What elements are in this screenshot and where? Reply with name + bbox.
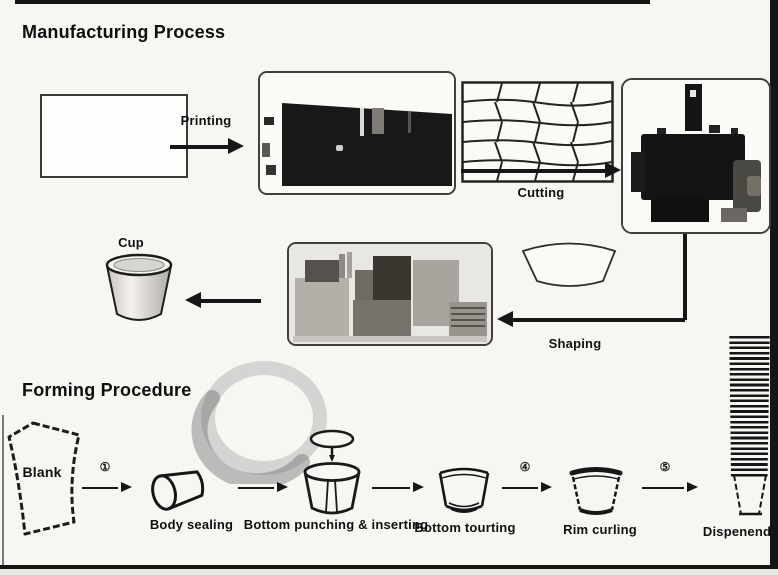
forming-blank-shape (7, 421, 81, 536)
shaping-connector-horizontal (512, 318, 685, 322)
die-cutting-machine-image (623, 80, 769, 232)
bottom-punching-cup (303, 429, 361, 515)
step2-arrow-icon (238, 481, 288, 494)
step1-arrow-icon (82, 481, 132, 494)
step4-arrow-icon (502, 481, 552, 494)
cup-stack-bottom-cup (733, 474, 767, 516)
page-right-border (770, 0, 778, 575)
printing-arrow-icon (170, 138, 244, 155)
page-bottom-border (0, 565, 772, 569)
body-sealing-cup (151, 470, 205, 511)
page-top-border (15, 0, 650, 4)
step3-arrow-icon (372, 481, 424, 494)
shaped-fan-blank (521, 242, 617, 287)
scan-footer-strip (0, 568, 778, 575)
blank-sheet-rect (40, 94, 188, 178)
step4-number: ④ (519, 460, 531, 474)
cup-image (105, 253, 173, 321)
cutting-arrow-icon (461, 162, 621, 179)
dispensed-label: Dispenend (702, 524, 772, 539)
printing-machine-photo (258, 71, 456, 195)
step5-arrow-icon (642, 481, 698, 494)
manufacturing-title: Manufacturing Process (22, 22, 226, 42)
step1-number: ① (99, 460, 111, 474)
forming-machine-photo (287, 242, 493, 346)
printing-label: Printing (180, 113, 232, 128)
forming-machine-image (289, 244, 491, 344)
cup-stack-rims (729, 336, 770, 478)
forming-title: Forming Procedure (22, 380, 192, 400)
printing-machine-image (260, 73, 454, 193)
body-sealing-label: Body sealing (149, 517, 234, 532)
rim-curling-cup (569, 467, 623, 515)
watermark-ring (191, 361, 327, 484)
blank-label: Blank (22, 464, 62, 480)
die-cutting-machine-photo (621, 78, 771, 234)
cut-sheet-grid (461, 81, 614, 183)
bottom-punching-label: Bottom punching & inserting (243, 517, 429, 532)
shaping-connector-vertical (683, 234, 687, 320)
bottom-tourting-label: Bottom tourting (414, 520, 516, 535)
cup-label: Cup (118, 235, 144, 250)
bottom-tourting-cup (438, 467, 490, 513)
shaping-arrowhead-icon (497, 311, 513, 327)
rim-curling-label: Rim curling (563, 522, 637, 537)
shaping-label: Shaping (548, 336, 602, 351)
cutting-label: Cutting (517, 185, 565, 200)
to-cup-arrow-icon (185, 292, 261, 309)
page-left-border (2, 415, 4, 567)
step5-number: ⑤ (659, 460, 671, 474)
